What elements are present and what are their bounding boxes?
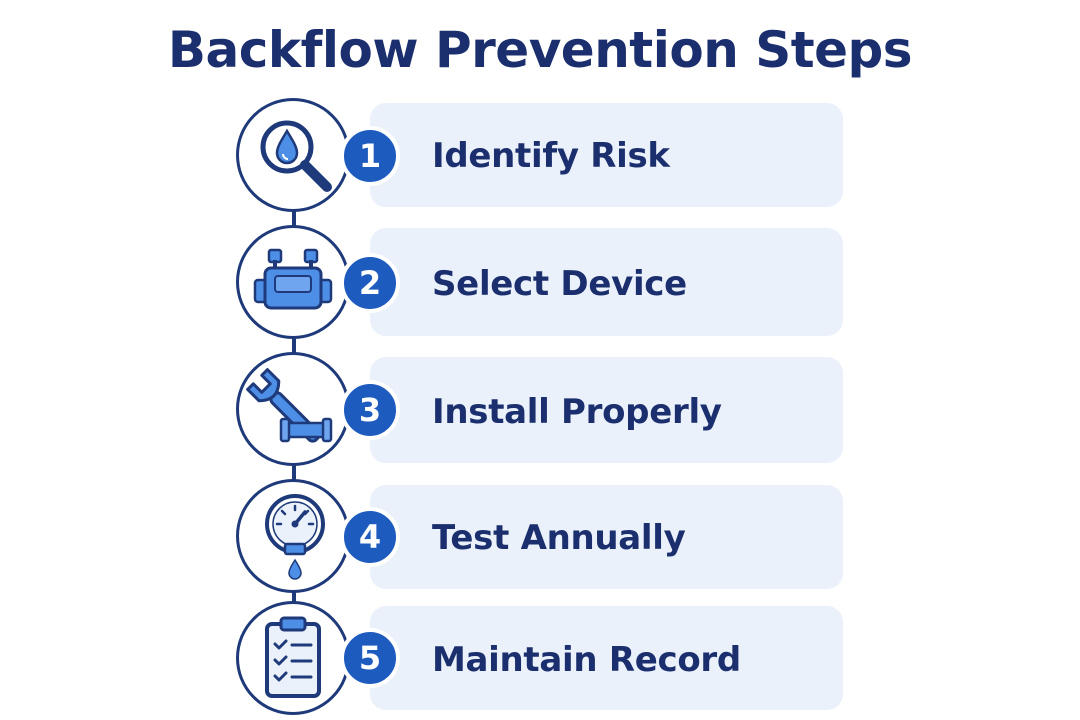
step-label: Test Annually <box>432 518 686 558</box>
clipboard-checklist-icon <box>236 601 350 715</box>
step-number-badge: 4 <box>340 507 400 567</box>
step-number-badge: 5 <box>340 628 400 688</box>
step-card <box>370 228 843 336</box>
step-number-badge: 2 <box>340 253 400 313</box>
step-card <box>370 485 843 589</box>
step-connector-line <box>292 333 296 363</box>
page-title: Backflow Prevention Steps <box>167 21 913 79</box>
magnifier-water-drop-icon <box>236 98 350 212</box>
step-connector-line <box>292 205 296 235</box>
pressure-gauge-icon <box>236 479 350 593</box>
step-card <box>370 357 843 463</box>
step-card <box>370 606 843 710</box>
step-label: Install Properly <box>432 392 722 432</box>
backflow-valve-icon <box>236 225 350 339</box>
step-card <box>370 103 843 207</box>
step-number-badge: 1 <box>340 126 400 186</box>
step-label: Identify Risk <box>432 136 670 176</box>
wrench-pipe-icon <box>236 352 350 466</box>
step-label: Select Device <box>432 264 687 304</box>
step-label: Maintain Record <box>432 640 741 680</box>
step-connector-line <box>292 460 296 490</box>
step-number-badge: 3 <box>340 380 400 440</box>
